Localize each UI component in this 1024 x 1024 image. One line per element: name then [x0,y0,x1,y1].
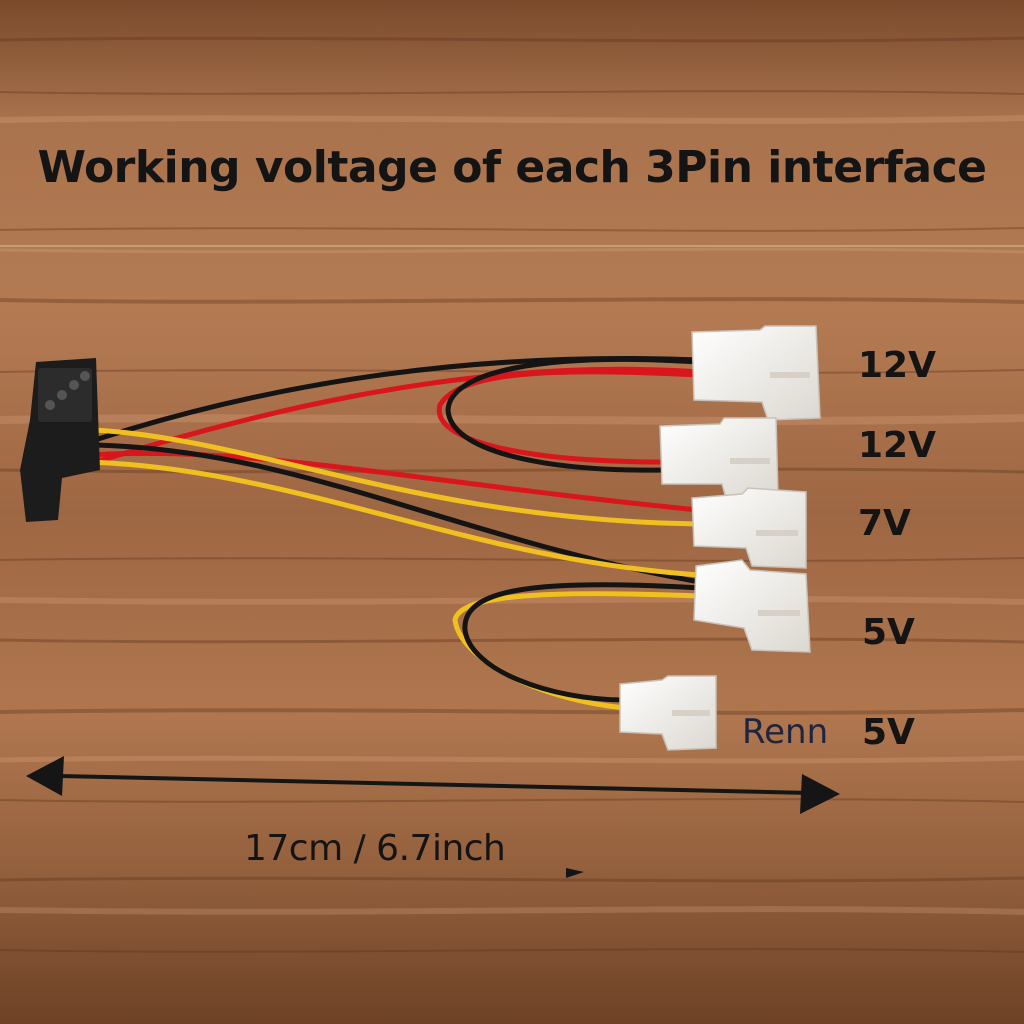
double-arrow-icon [26,756,840,814]
fan-connector-icon [619,675,717,751]
wire-harness [67,355,703,711]
length-measurement: 17cm / 6.7inch [244,828,506,869]
voltage-label-12v-1: 12V [858,345,936,386]
voltage-label-5v-1: 5V [862,612,915,653]
fan-connector-icon [691,487,807,569]
extra-label: Renn [742,712,829,752]
fan-connector-icon [691,325,821,421]
voltage-label-12v-2: 12V [858,425,936,466]
voltage-label-5v-2: 5V [862,712,915,753]
voltage-label-7v: 7V [858,503,911,544]
molex-connector-icon [20,358,100,522]
small-arrow-mark [566,868,584,878]
fan-connector-icon [693,559,811,653]
page-title: Working voltage of each 3Pin interface [37,142,987,193]
